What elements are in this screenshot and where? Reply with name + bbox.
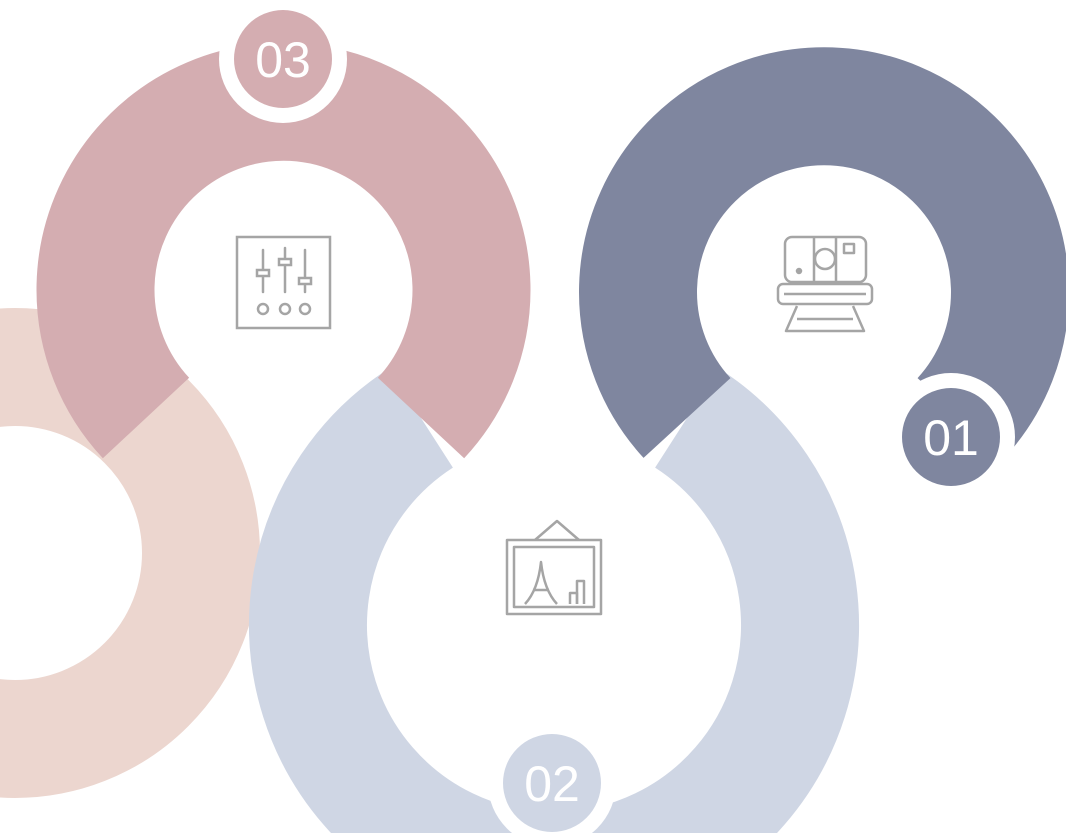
framed-eiffel-picture-icon xyxy=(505,519,603,616)
badge-01-circle xyxy=(902,388,1000,486)
step-02-band xyxy=(249,368,859,833)
badge-03-number: 03 xyxy=(255,32,311,88)
badge-03: 03 xyxy=(219,0,347,123)
badge-02-number: 02 xyxy=(524,756,580,812)
tail-band xyxy=(0,308,260,798)
tail-arc xyxy=(0,308,260,798)
instant-camera-icon xyxy=(776,235,874,333)
step-01-arc xyxy=(579,47,1066,458)
badge-01-number: 01 xyxy=(923,410,979,466)
badge-01: 01 xyxy=(887,373,1015,501)
badge-02: 02 xyxy=(488,719,616,833)
step-01-band xyxy=(579,47,1066,458)
badge-03-circle xyxy=(234,10,332,108)
mixer-sliders-icon xyxy=(235,235,332,330)
badge-02-circle xyxy=(503,734,601,832)
step-02-arc xyxy=(249,368,859,833)
